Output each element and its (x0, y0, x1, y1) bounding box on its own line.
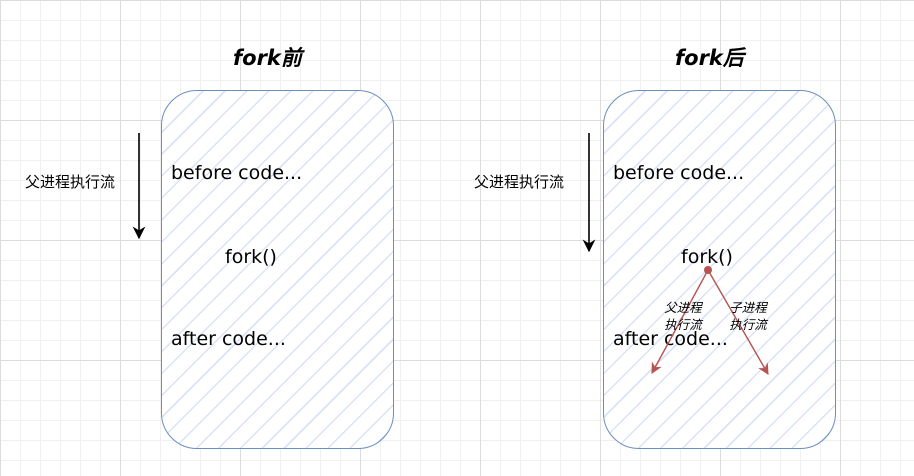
before-fork-flow-label: 父进程执行流 (25, 173, 116, 191)
before-fork-before-code: before code... (171, 162, 303, 184)
after-fork-process-box (603, 90, 836, 449)
before-fork-fork-call: fork() (225, 246, 277, 268)
after-fork-flow-label: 父进程执行流 (474, 173, 565, 191)
after-fork-fork-call: fork() (681, 246, 733, 268)
child-branch-label: 子进程 执行流 (729, 300, 767, 332)
parent-branch-arrow (651, 269, 709, 374)
parent-branch-label: 父进程 执行流 (664, 300, 702, 332)
before-fork-title: fork前 (233, 46, 302, 70)
after-fork-title: fork后 (675, 46, 744, 70)
before-fork-process-box (161, 90, 394, 449)
before-fork-after-code: after code... (171, 328, 286, 350)
after-fork-before-code: before code... (613, 162, 745, 184)
child-branch-arrow (707, 269, 769, 375)
